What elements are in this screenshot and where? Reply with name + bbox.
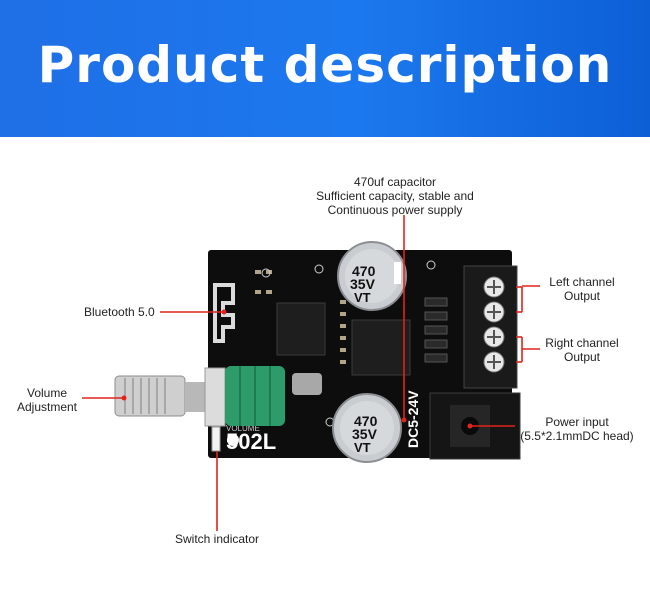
- page-title: Product description: [37, 36, 613, 94]
- capacitor-top: 470 35V VT: [337, 241, 407, 311]
- amplifier-board: 502L DC5-24V VOLUME 470 35V VT 470 35V V…: [114, 241, 521, 463]
- callout-pointers: [82, 215, 540, 531]
- crystal: [292, 373, 322, 395]
- svg-text:35V: 35V: [350, 276, 376, 292]
- svg-text:VT: VT: [354, 440, 371, 455]
- svg-text:470: 470: [352, 263, 376, 279]
- left-channel-callout: Left channel Output: [549, 275, 615, 303]
- pot-label: VOLUME: [226, 424, 260, 433]
- svg-text:470: 470: [354, 413, 378, 429]
- output-terminal-block: [463, 265, 518, 389]
- switch-indicator-callout: Switch indicator: [175, 532, 260, 546]
- capacitor-callout: 470uf capacitor Sufficient capacity, sta…: [316, 175, 474, 217]
- right-channel-callout: Right channel Output: [545, 336, 619, 364]
- bluetooth-chip: [351, 319, 411, 376]
- svg-text:VT: VT: [354, 290, 371, 305]
- volume-knob: [114, 366, 285, 427]
- svg-text:35V: 35V: [352, 426, 378, 442]
- power-input-callout: Power input (5.5*2.1mmDC head): [520, 415, 634, 443]
- voltage-label: DC5-24V: [405, 390, 421, 448]
- header-banner: Product description: [0, 0, 650, 137]
- bluetooth-callout: Bluetooth 5.0: [84, 305, 155, 319]
- capacitor-bottom: 470 35V VT: [332, 393, 402, 463]
- bluetooth-antenna: [213, 283, 235, 343]
- switch-indicator-led: [211, 426, 221, 452]
- volume-callout: Volume Adjustment: [16, 386, 78, 414]
- amplifier-chip: [276, 302, 326, 356]
- callout-dots: [121, 309, 473, 429]
